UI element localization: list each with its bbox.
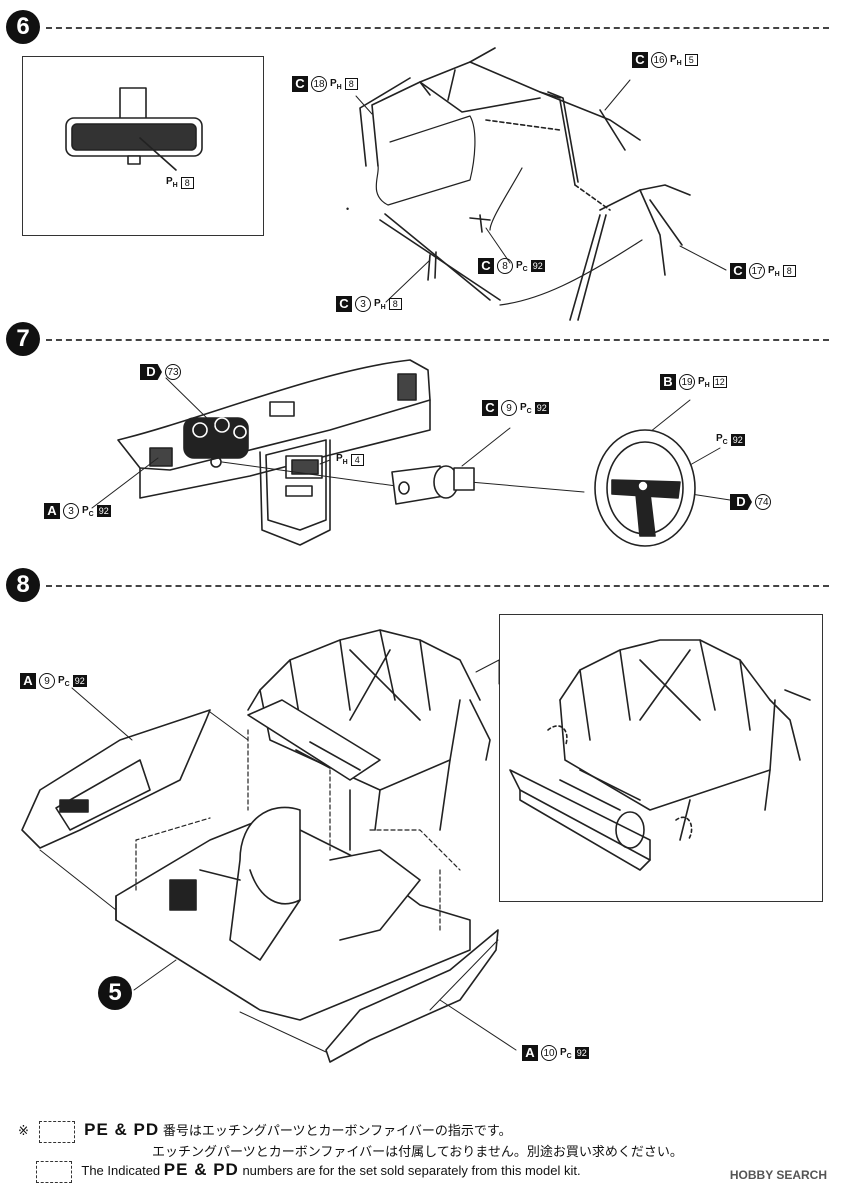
label-number: 18	[311, 76, 327, 92]
watermark-logo: HOBBY SEARCH	[729, 1168, 827, 1182]
rollcage-step6	[359, 47, 691, 321]
label-part-a9: A 9 PC 92	[20, 673, 87, 689]
svg-text:•: •	[346, 204, 349, 214]
divider-step8	[46, 585, 829, 587]
label-part-a10: A 10 PC 92	[522, 1045, 589, 1061]
step-8-badge: 8	[6, 568, 40, 602]
label-inset6-pe: PH 8	[166, 176, 194, 189]
label-part-c3: C 3 PH 8	[336, 296, 402, 312]
steering-wheel-drawing	[594, 429, 696, 547]
step-6-badge: 6	[6, 10, 40, 44]
footer-note-en: The Indicated PE & PD numbers are for th…	[36, 1160, 581, 1183]
steering-column-drawing	[391, 465, 475, 505]
divider-step6	[46, 27, 829, 29]
label-part-d73: D 73	[140, 364, 181, 380]
inset-rollcage-dash-drawing	[509, 639, 811, 871]
footer-note-jp-2: エッチングパーツとカーボンファイバーは付属しておりません。別途お買い求めください…	[152, 1144, 683, 1159]
label-part-c8: C 8 PC 92	[478, 258, 545, 274]
label-part-c18: C 18 PH 8	[292, 76, 358, 92]
dashed-box-icon	[38, 1120, 75, 1143]
label-part-c9: C 9 PC 92	[482, 400, 549, 416]
dashboard-drawing	[117, 359, 431, 546]
step-7-badge: 7	[6, 322, 40, 356]
label-pe-box: 8	[344, 78, 358, 90]
step6-inset-frame	[22, 56, 264, 236]
label-ph4: PH 4	[336, 453, 364, 466]
divider-step7	[46, 339, 829, 341]
rollcage-interior-drawing	[21, 629, 499, 1063]
dashed-box-icon	[36, 1160, 72, 1183]
label-part-b19: B 19 PH 12	[660, 374, 727, 390]
label-part-a3: A 3 PC 92	[44, 503, 111, 519]
label-pc92: PC 92	[716, 433, 745, 446]
step-5-badge: 5	[98, 976, 132, 1010]
label-part-d74: D 74	[730, 494, 771, 510]
label-part-c17: C 17 PH 8	[730, 263, 796, 279]
footer-note-jp-1: ※ PE & PD 番号はエッチングパーツとカーボンファイバーの指示です。	[18, 1120, 512, 1143]
label-part-c16: C 16 PH 5	[632, 52, 698, 68]
mirror-drawing	[65, 87, 203, 171]
step8-inset-frame	[499, 614, 823, 902]
label-letter: C	[292, 76, 308, 92]
